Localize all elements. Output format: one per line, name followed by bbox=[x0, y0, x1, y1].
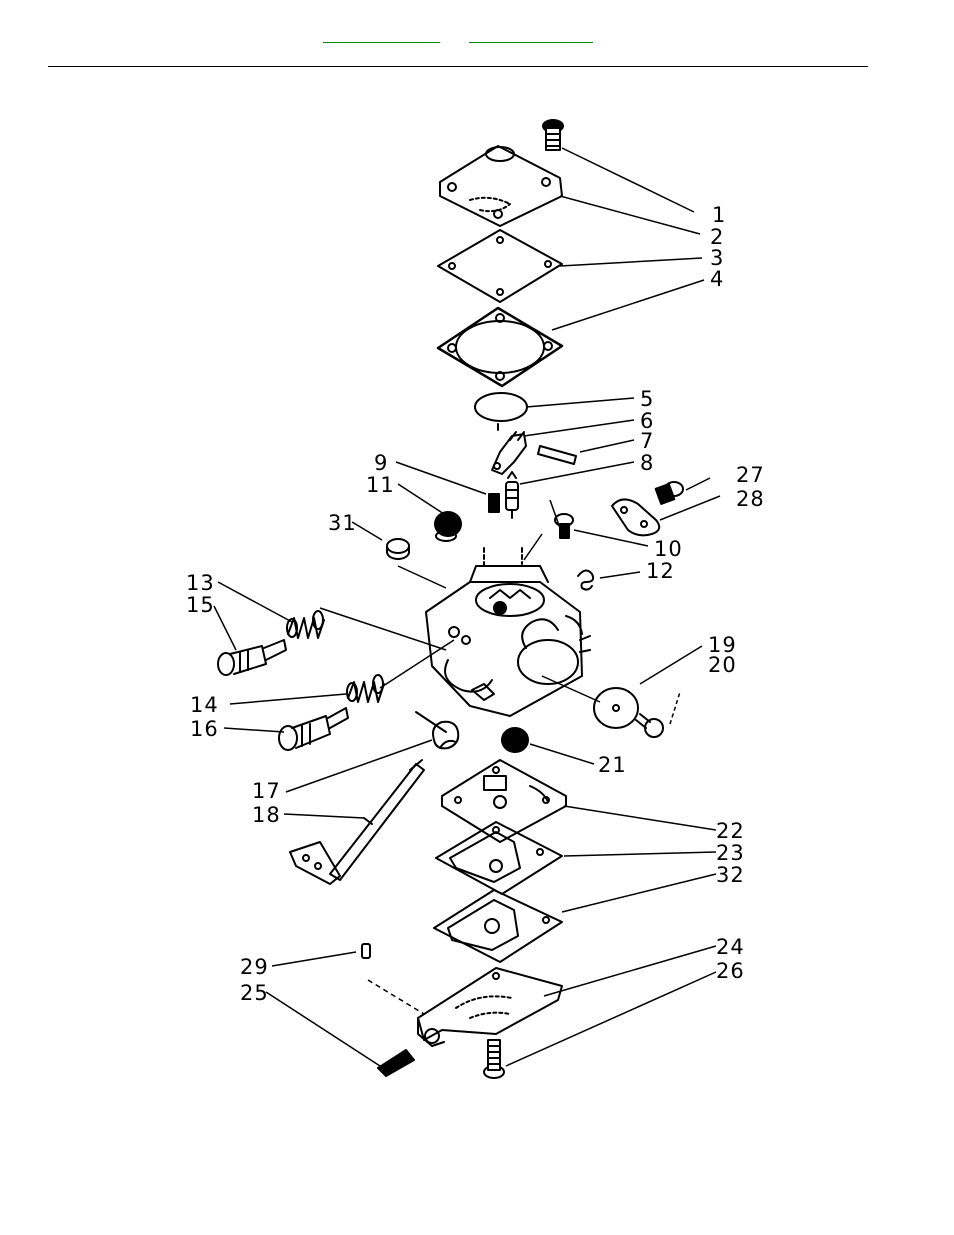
label-32: 32 bbox=[716, 863, 745, 887]
part-11-plug bbox=[434, 511, 462, 542]
label-17: 17 bbox=[252, 779, 281, 803]
label-26: 26 bbox=[716, 959, 745, 983]
part-6-lever bbox=[491, 423, 527, 475]
part-21-screen bbox=[501, 727, 529, 753]
label-14: 14 bbox=[190, 693, 219, 717]
label-4: 4 bbox=[710, 267, 724, 291]
part-31-cap bbox=[386, 538, 410, 560]
label-15: 15 bbox=[186, 593, 215, 617]
part-13-spring bbox=[286, 610, 325, 639]
label-18: 18 bbox=[252, 803, 281, 827]
label-11: 11 bbox=[366, 473, 395, 497]
part-5-disc bbox=[474, 392, 528, 422]
part-20-screw bbox=[635, 713, 664, 738]
part-1-screw bbox=[542, 119, 564, 151]
label-21: 21 bbox=[598, 753, 627, 777]
part-7-pin bbox=[537, 445, 577, 465]
label-31: 31 bbox=[328, 511, 357, 535]
label-20: 20 bbox=[708, 653, 737, 677]
label-5: 5 bbox=[640, 387, 654, 411]
part-10-screw bbox=[554, 513, 574, 539]
part-labels: 1 2 3 4 5 6 7 8 9 10 11 12 13 14 15 16 1… bbox=[186, 203, 765, 1005]
nav-link-next[interactable] bbox=[469, 30, 593, 43]
part-15-adjust-needle bbox=[217, 639, 287, 676]
part-27-screw bbox=[654, 481, 684, 505]
label-12: 12 bbox=[646, 559, 675, 583]
label-7: 7 bbox=[640, 429, 654, 453]
part-18-throttle-shaft bbox=[289, 759, 425, 885]
label-25: 25 bbox=[240, 981, 269, 1005]
label-22: 22 bbox=[716, 819, 745, 843]
leader-lines bbox=[213, 147, 721, 1067]
part-19-valve-disc bbox=[593, 687, 639, 729]
label-24: 24 bbox=[716, 935, 745, 959]
label-16: 16 bbox=[190, 717, 219, 741]
part-25-plug bbox=[377, 1049, 415, 1077]
label-27: 27 bbox=[736, 463, 765, 487]
label-3: 3 bbox=[710, 246, 724, 270]
part-9-spring bbox=[488, 493, 500, 513]
label-6: 6 bbox=[640, 409, 654, 433]
nav-link-previous[interactable] bbox=[323, 30, 440, 43]
part-23-gasket bbox=[435, 821, 563, 895]
carburetor-body bbox=[425, 547, 591, 717]
part-29-check-valve bbox=[361, 943, 371, 959]
part-26-screw bbox=[483, 1039, 505, 1079]
label-10: 10 bbox=[654, 537, 683, 561]
part-24-bottom-cover bbox=[417, 967, 563, 1047]
label-28: 28 bbox=[736, 487, 765, 511]
part-32-diaphragm bbox=[433, 889, 563, 963]
part-17-torsion-spring bbox=[415, 711, 460, 750]
label-2: 2 bbox=[710, 225, 724, 249]
label-13: 13 bbox=[186, 571, 215, 595]
label-8: 8 bbox=[640, 451, 654, 475]
label-23: 23 bbox=[716, 841, 745, 865]
part-8-needle bbox=[505, 471, 519, 519]
header-divider bbox=[48, 66, 868, 67]
part-2-cover-plate bbox=[439, 145, 563, 227]
part-16-adjust-needle bbox=[278, 707, 349, 751]
label-29: 29 bbox=[240, 955, 269, 979]
part-22-pump-body bbox=[441, 759, 567, 843]
label-19: 19 bbox=[708, 633, 737, 657]
label-9: 9 bbox=[374, 451, 388, 475]
label-1: 1 bbox=[712, 203, 726, 227]
part-3-diaphragm bbox=[437, 229, 563, 303]
part-4-gasket bbox=[436, 306, 564, 388]
part-12-clip bbox=[577, 569, 595, 591]
part-14-spring bbox=[346, 674, 385, 703]
part-28-plate bbox=[611, 498, 661, 537]
